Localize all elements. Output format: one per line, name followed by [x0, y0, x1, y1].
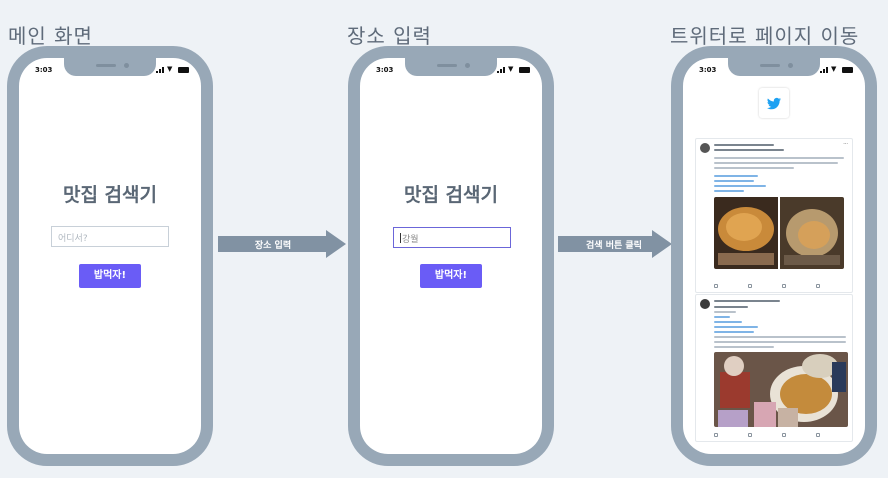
wifi-icon: ▼ — [508, 65, 514, 73]
phone-screen: 3:03 ▼ ··· — [683, 58, 865, 454]
more-icon[interactable]: ··· — [843, 141, 848, 147]
app-title: 맛집 검색기 — [62, 184, 157, 206]
arrow-label: 검색 버튼 클릭 — [586, 241, 642, 251]
like-icon[interactable] — [782, 433, 786, 437]
tweet-photo[interactable] — [714, 197, 844, 269]
status-time: 3:03 — [376, 66, 394, 74]
caption-main-screen: 메인 화면 — [8, 24, 93, 48]
arrow-search-click: 검색 버튼 클릭 — [558, 230, 672, 258]
battery-icon — [842, 67, 853, 73]
signal-icon — [497, 67, 506, 73]
tweet-card[interactable] — [695, 294, 853, 442]
phone-notch — [728, 58, 820, 76]
wifi-icon: ▼ — [167, 65, 173, 73]
tweet-actions — [714, 284, 844, 288]
caption-twitter-redirect: 트위터로 페이지 이동 — [670, 24, 860, 48]
battery-icon — [178, 67, 189, 73]
retweet-icon[interactable] — [748, 284, 752, 288]
share-icon[interactable] — [816, 433, 820, 437]
search-input[interactable]: 어디서? — [51, 226, 169, 247]
share-icon[interactable] — [816, 284, 820, 288]
avatar — [700, 143, 710, 153]
signal-icon — [156, 67, 165, 73]
app-title: 맛집 검색기 — [403, 184, 498, 206]
reply-icon[interactable] — [714, 284, 718, 288]
tweet-actions — [714, 433, 844, 437]
phone-notch — [64, 58, 156, 76]
search-value: 강월 — [402, 235, 419, 245]
caption-place-input: 장소 입력 — [347, 24, 432, 48]
wifi-icon: ▼ — [831, 65, 837, 73]
status-time: 3:03 — [699, 66, 717, 74]
phone-place-input: 3:03 ▼ 맛집 검색기 강월 밥먹자! — [348, 46, 554, 466]
signal-icon — [820, 67, 829, 73]
battery-icon — [519, 67, 530, 73]
status-time: 3:03 — [35, 66, 53, 74]
tweet-photo[interactable] — [714, 352, 848, 427]
phone-notch — [405, 58, 497, 76]
arrow-label: 장소 입력 — [254, 241, 292, 251]
arrow-place-input: 장소 입력 — [218, 230, 346, 258]
eat-button[interactable]: 밥먹자! — [420, 264, 482, 288]
text-caret — [400, 233, 401, 243]
search-input-focused[interactable]: 강월 — [393, 227, 511, 248]
twitter-bird-icon[interactable] — [759, 88, 789, 118]
avatar — [700, 299, 710, 309]
eat-button[interactable]: 밥먹자! — [79, 264, 141, 288]
phone-screen: 3:03 ▼ 맛집 검색기 어디서? 밥먹자! — [19, 58, 201, 454]
like-icon[interactable] — [782, 284, 786, 288]
tweet-card[interactable]: ··· — [695, 138, 853, 293]
phone-screen: 3:03 ▼ 맛집 검색기 강월 밥먹자! — [360, 58, 542, 454]
retweet-icon[interactable] — [748, 433, 752, 437]
reply-icon[interactable] — [714, 433, 718, 437]
phone-twitter: 3:03 ▼ ··· — [671, 46, 877, 466]
phone-main-screen: 3:03 ▼ 맛집 검색기 어디서? 밥먹자! — [7, 46, 213, 466]
